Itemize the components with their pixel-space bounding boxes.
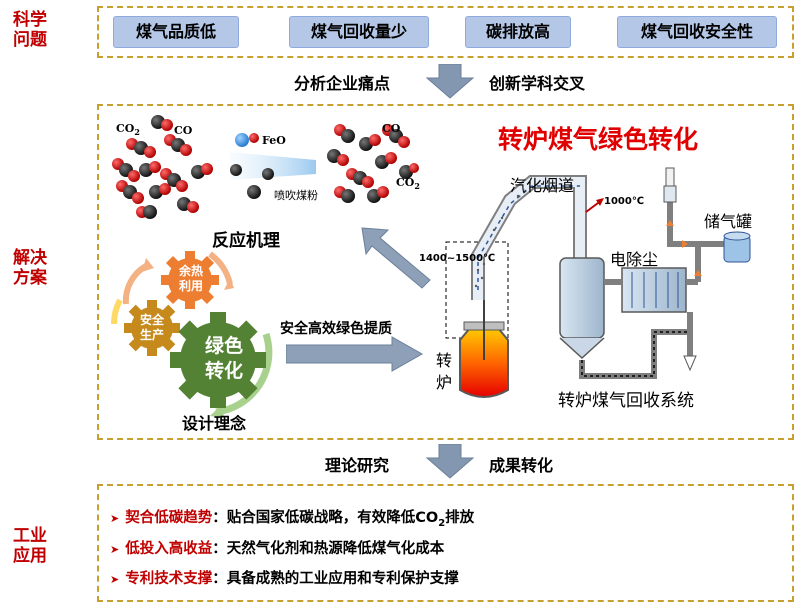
- arrow-bullet-icon: ➤: [110, 573, 120, 586]
- application-item-cost: ➤低投入高收益：天然气化剂和热源降低煤气化成本: [110, 541, 445, 557]
- reaction-mechanism-illustration: [112, 115, 419, 219]
- down-arrow-icon: [425, 64, 475, 99]
- flow-top-left: 分析企业痛点: [294, 74, 391, 93]
- tank-label: 储气罐: [704, 212, 753, 231]
- side-label-application: 工业应用: [13, 526, 47, 566]
- temp-1000-label: 1000℃: [604, 196, 644, 207]
- problem-pill-safety: 煤气回收安全性: [617, 16, 777, 48]
- arrow-bullet-icon: ➤: [110, 543, 120, 556]
- problem-pill-quality: 煤气品质低: [113, 16, 239, 48]
- feedback-arrow-icon: [361, 227, 431, 289]
- flow-bottom-right: 成果转化: [489, 456, 554, 475]
- gear-waste-heat-label: 余热利用: [178, 264, 203, 293]
- solution-title: 转炉煤气绿色转化: [498, 125, 699, 154]
- design-concept-gears: [110, 251, 273, 418]
- side-label-solution: 解决方案: [13, 248, 47, 288]
- flue-label: 汽化烟道: [510, 176, 575, 195]
- right-arrow-icon: [286, 336, 424, 372]
- label-feo: FeO: [262, 134, 286, 147]
- system-label: 转炉煤气回收系统: [558, 391, 694, 411]
- flow-bottom-left: 理论研究: [325, 456, 390, 475]
- problems-box: [97, 6, 794, 58]
- problem-pill-recovery: 煤气回收量少: [289, 16, 429, 48]
- application-item-patent: ➤专利技术支撑：具备成熟的工业应用和专利保护支撑: [110, 571, 459, 587]
- converter-label: 转炉: [436, 351, 453, 392]
- label-co2-right: CO2: [396, 176, 420, 192]
- label-co-left: CO: [174, 124, 193, 137]
- side-label-problem: 科学问题: [13, 10, 47, 50]
- design-concept-label: 设计理念: [182, 414, 247, 433]
- temp-range-label: 1400~1500℃: [419, 253, 496, 264]
- label-coal-injection: 喷吹煤粉: [274, 189, 318, 202]
- problem-pill-carbon: 碳排放高: [465, 16, 571, 48]
- solution-box: [97, 104, 794, 440]
- label-co2-left: CO2: [116, 122, 140, 138]
- application-item-lowcarbon: ➤契合低碳趋势：贴合国家低碳战略，有效降低CO2排放: [110, 510, 475, 529]
- gas-recovery-system-diagram: [445, 167, 751, 398]
- gear-green-label: 绿色转化: [204, 335, 243, 382]
- application-box: [97, 484, 794, 602]
- gear-safety-label: 安全生产: [139, 313, 164, 342]
- label-co-right: CO: [382, 122, 401, 135]
- down-arrow-icon: [425, 444, 475, 479]
- mechanism-label: 反应机理: [212, 231, 280, 251]
- esp-label: 电除尘: [610, 250, 659, 269]
- flow-top-right: 创新学科交叉: [489, 74, 586, 93]
- arrow-bullet-icon: ➤: [110, 512, 120, 525]
- arrow-label: 安全高效绿色提质: [280, 321, 392, 337]
